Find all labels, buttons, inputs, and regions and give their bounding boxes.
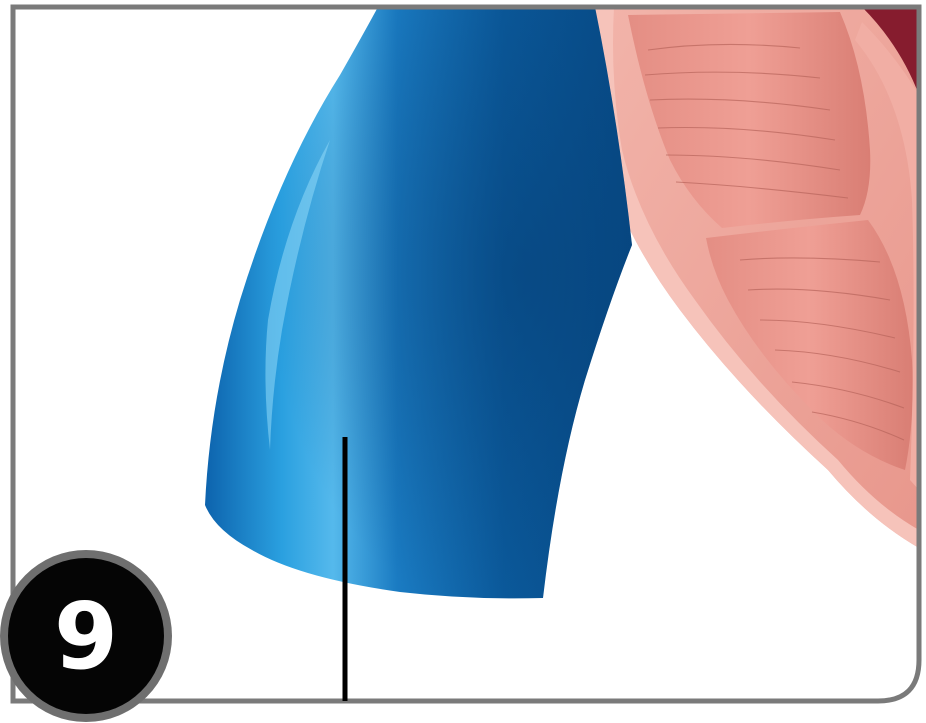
frame-border (10, 4, 922, 704)
number-badge: 9 (0, 550, 172, 722)
vessel-shading (205, 7, 632, 599)
heart-tissue-edge (592, 7, 919, 548)
inner-wall (855, 22, 919, 490)
upper-chamber (628, 12, 871, 228)
badge-number: 9 (54, 583, 118, 690)
vessel-highlight (265, 140, 330, 450)
muscle-striations (644, 43, 905, 441)
illustration (205, 7, 919, 599)
lower-chamber (706, 220, 913, 470)
